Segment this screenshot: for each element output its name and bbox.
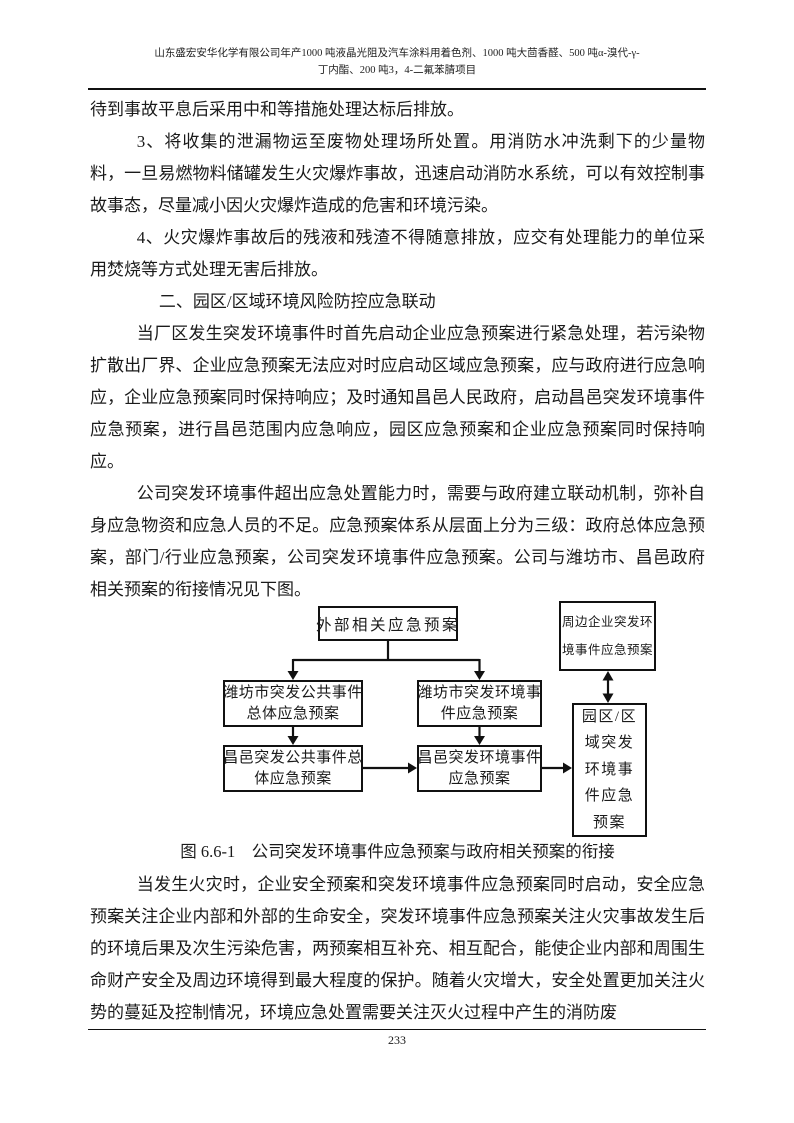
flowchart-connectors (287, 641, 614, 774)
box-text-line: 潍坊市突发公共事件 (223, 684, 363, 701)
body-paragraph: 当发生火灾时，企业安全预案和突发环境事件应急预案同时启动，安全应急预案关注企业内… (90, 875, 705, 1022)
section-heading: 二、园区/区域环境风险防控应急联动 (158, 292, 436, 311)
box-text-line: 体应急预案 (254, 770, 332, 787)
figure-caption: 图 6.6-1 公司突发环境事件应急预案与政府相关预案的衔接 (180, 842, 615, 861)
box-text-line: 外部相关应急预案 (316, 616, 461, 634)
box-text-line: 昌邑突发环境事件 (417, 749, 542, 766)
flowchart-box-changyi-public-plan: 昌邑突发公共事件总 体应急预案 (223, 745, 363, 792)
body-content: 待到事故平息后采用中和等措施处理达标后排放。 3、将收集的泄漏物运至废物处理场所… (90, 94, 705, 606)
flowchart-box-weifang-public-plan: 潍坊市突发公共事件 总体应急预案 (223, 680, 363, 727)
header-title-line1: 山东盛宏安华化学有限公司年产1000 吨液晶光阻及汽车涂料用着色剂、1000 吨… (154, 48, 640, 59)
box-text-line: 总体应急预案 (246, 705, 340, 722)
box-text-line: 境事件应急预案 (561, 643, 653, 657)
flowchart-box-external-plans: 外部相关应急预案 (316, 606, 461, 641)
flowchart-box-surrounding-enterprise-plan: 周边企业突发环 境事件应急预案 (559, 601, 656, 671)
header-rule (88, 88, 706, 90)
body-paragraph: 4、火灾爆炸事故后的残液和残渣不得随意排放，应交有处理能力的单位采用焚烧等方式处… (90, 228, 705, 279)
body-paragraph: 当厂区发生突发环境事件时首先启动企业应急预案进行紧急处理，若污染物扩散出厂界、企… (90, 324, 705, 471)
box-text-line: 周边企业突发环 (561, 615, 653, 629)
body-paragraph: 待到事故平息后采用中和等措施处理达标后排放。 (90, 100, 464, 119)
box-text-line: 件应急 (584, 788, 635, 805)
flowchart-box-weifang-environment-plan: 潍坊市突发环境事 件应急预案 (417, 680, 542, 727)
flowchart-figure: 外部相关应急预案 周边企业突发环 境事件应急预案 潍坊市突发公共事件 总体应急预… (90, 598, 705, 842)
report-header: 山东盛宏安华化学有限公司年产1000 吨液晶光阻及汽车涂料用着色剂、1000 吨… (88, 46, 706, 79)
box-text-line: 件应急预案 (440, 705, 519, 722)
flowchart-box-changyi-environment-plan: 昌邑突发环境事件 应急预案 (417, 745, 542, 792)
page-number: 233 (388, 1033, 406, 1047)
box-text-line: 应急预案 (448, 770, 511, 787)
body-paragraph: 公司突发环境事件超出应急处置能力时，需要与政府建立联动机制，弥补自身应急物资和应… (90, 484, 705, 599)
box-text-line: 环境事 (584, 761, 635, 778)
box-text-line: 园区/区 (581, 708, 638, 725)
box-text-line: 预案 (592, 814, 626, 831)
box-text-line: 昌邑突发公共事件总 (223, 749, 363, 766)
box-text-line: 潍坊市突发环境事 (417, 684, 542, 701)
flowchart-box-park-region-plan: 园区/区 域突发 环境事 件应急 预案 (572, 703, 647, 837)
box-text-line: 域突发 (584, 735, 635, 752)
body-content-after-figure: 当发生火灾时，企业安全预案和突发环境事件应急预案同时启动，安全应急预案关注企业内… (90, 869, 705, 1029)
header-title-line2: 丁内酯、200 吨3，4-二氟苯腈项目 (317, 64, 477, 76)
body-paragraph: 3、将收集的泄漏物运至废物处理场所处置。用消防水冲洗剩下的少量物料，一旦易燃物料… (90, 132, 705, 215)
footer-rule (88, 1029, 706, 1030)
